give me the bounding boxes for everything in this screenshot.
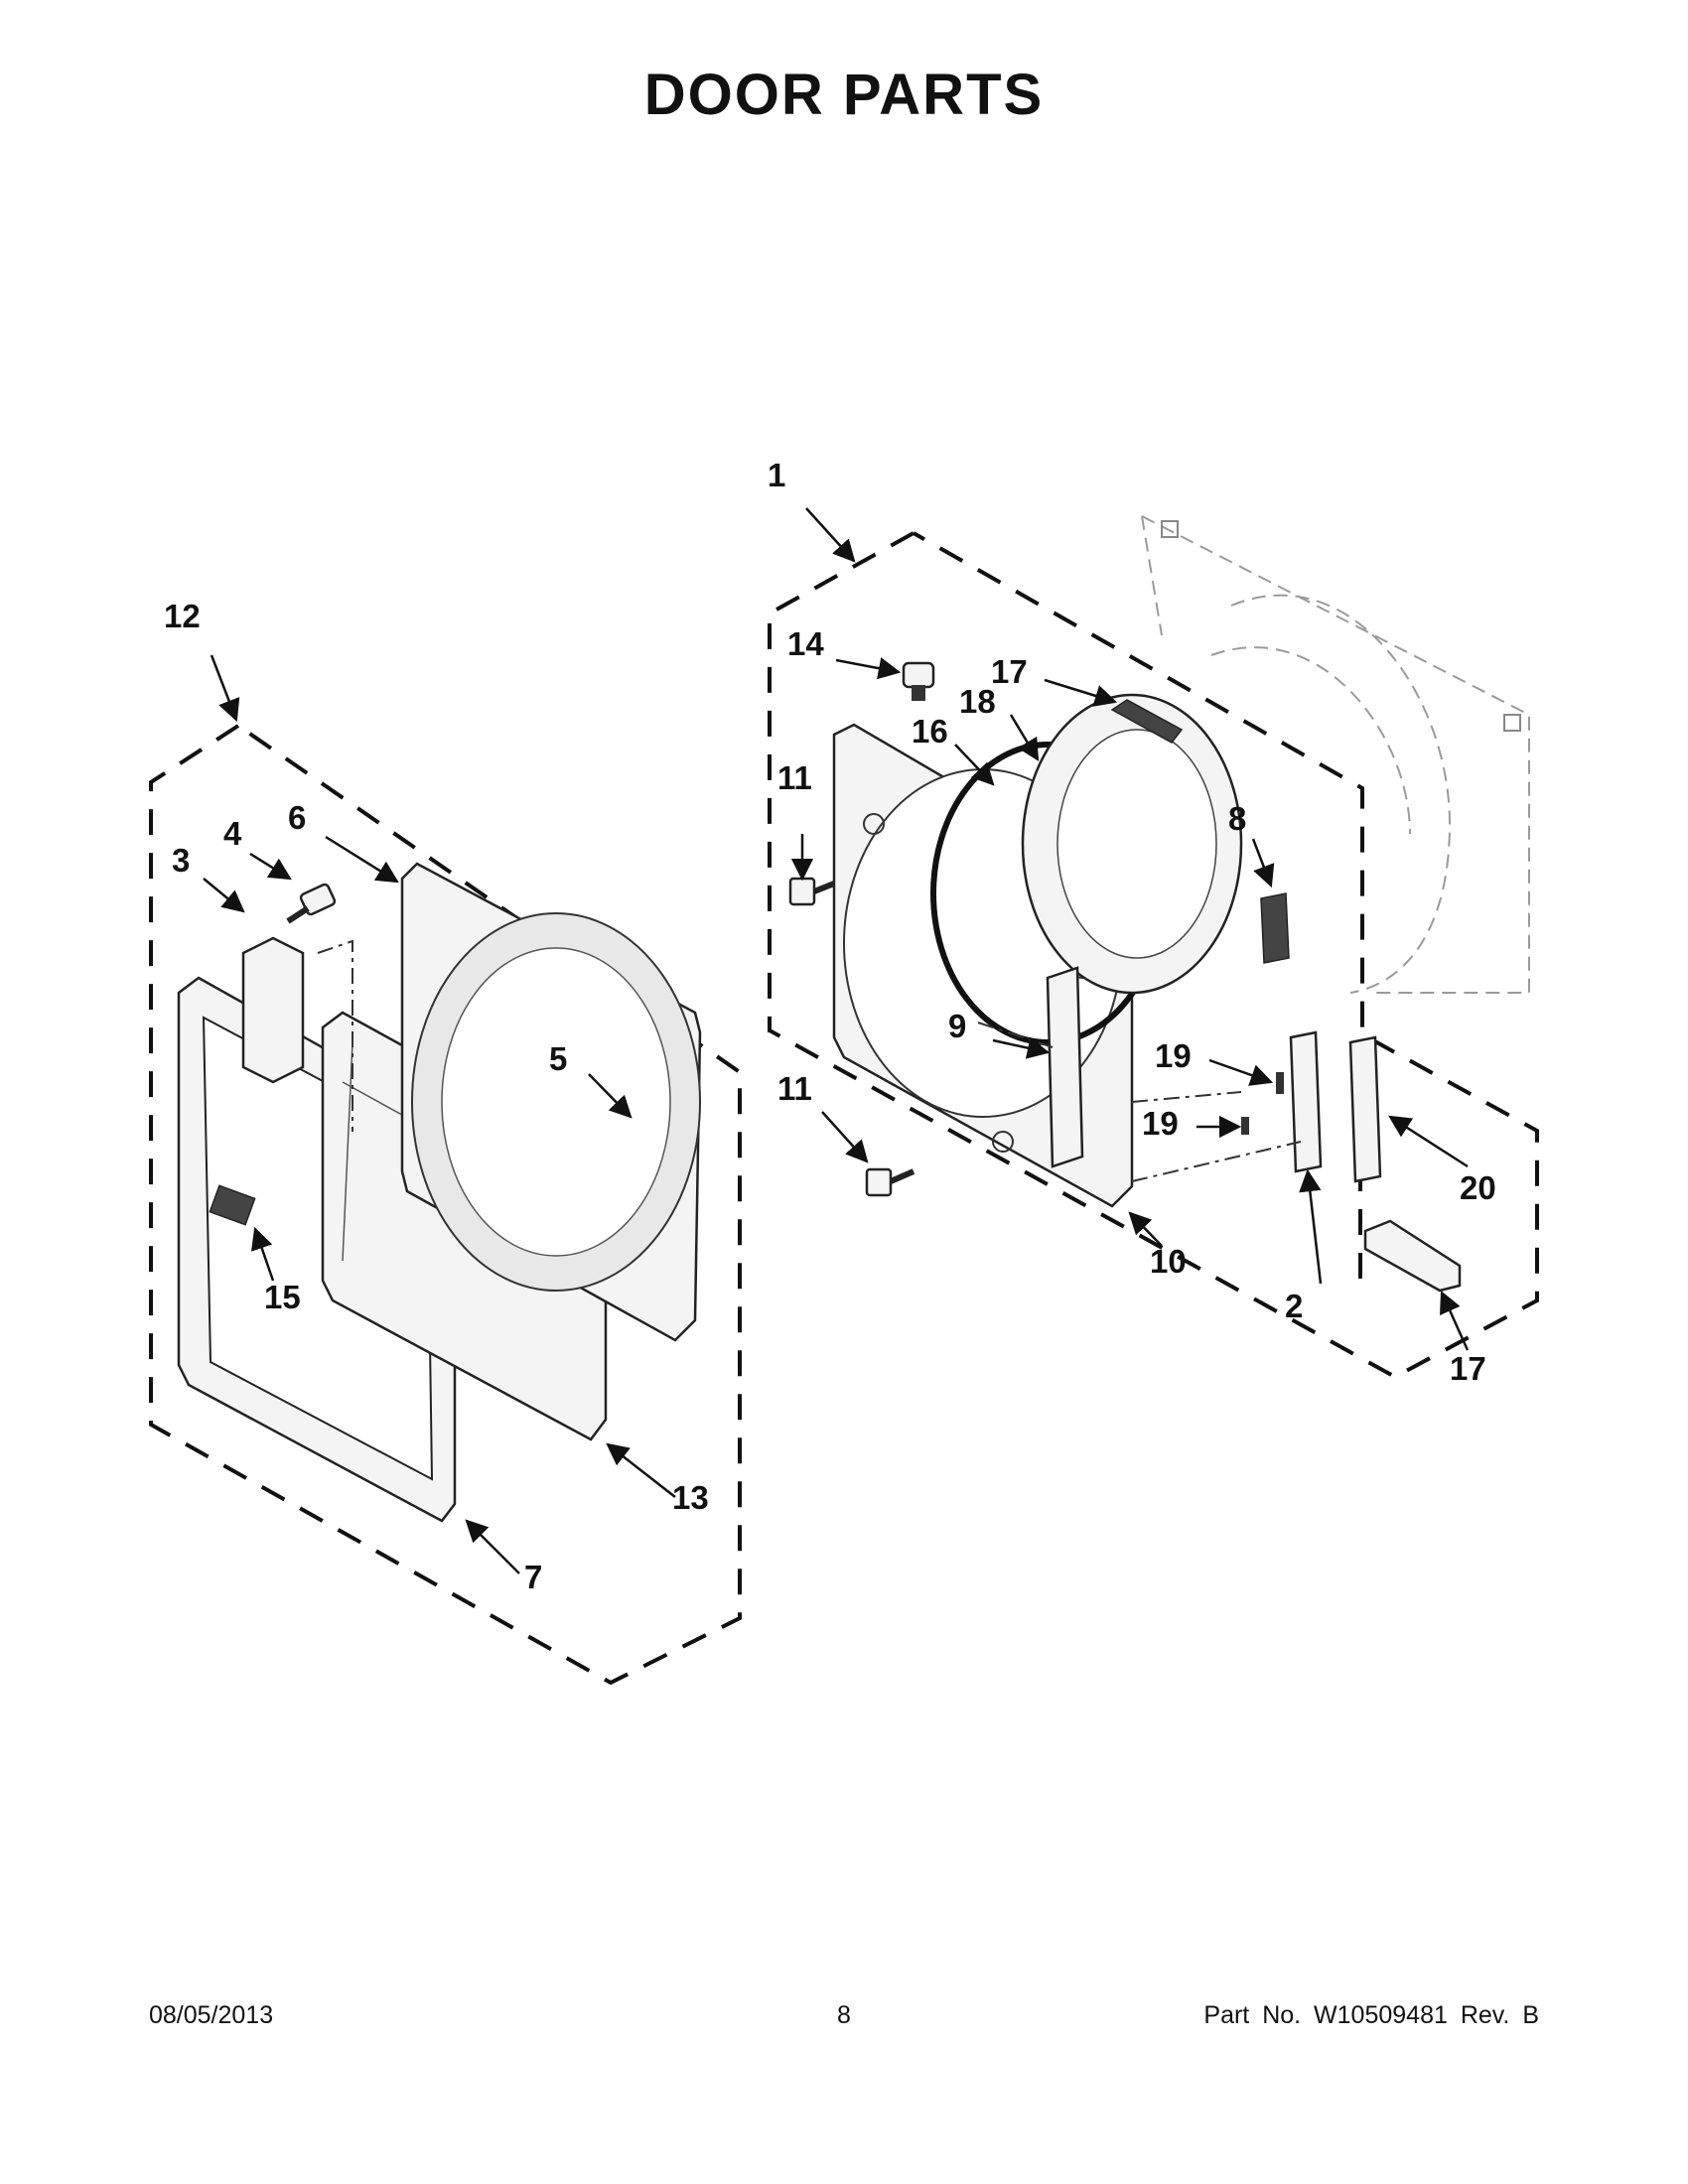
footer-date: 08/05/2013	[149, 2001, 274, 2029]
callout-2: 2	[1285, 1288, 1303, 1324]
latch-8	[1260, 892, 1290, 964]
callout-17-lower: 17	[1450, 1350, 1486, 1387]
callout-6: 6	[288, 799, 306, 836]
callout-20: 20	[1460, 1169, 1496, 1206]
callout-10: 10	[1150, 1243, 1187, 1280]
callout-4: 4	[223, 815, 242, 852]
callout-19-lower: 19	[1142, 1105, 1179, 1142]
door-handle	[241, 936, 305, 1084]
callout-11-lower: 11	[777, 1070, 812, 1107]
screw-4	[286, 883, 337, 924]
cabinet-outline	[1141, 515, 1530, 994]
callout-8: 8	[1228, 800, 1246, 837]
callout-14: 14	[787, 625, 824, 662]
footer-part-number: Part No. W10509481 Rev. B	[1203, 2001, 1539, 2029]
callout-12: 12	[164, 598, 201, 634]
callout-9: 9	[948, 1008, 966, 1044]
hinge-2	[1241, 1030, 1323, 1173]
callout-16: 16	[912, 713, 948, 750]
callout-18: 18	[959, 683, 996, 720]
page-title: DOOR PARTS	[643, 63, 1045, 127]
callout-19-upper: 19	[1155, 1037, 1192, 1074]
callout-17-upper: 17	[991, 653, 1028, 690]
bracket-17-lower	[1363, 1219, 1462, 1293]
callout-5: 5	[549, 1040, 567, 1077]
screw-11-lower	[865, 1167, 915, 1197]
callout-1: 1	[768, 457, 785, 493]
group-box-12	[149, 724, 742, 1686]
plug-14	[902, 661, 935, 701]
callout-3: 3	[172, 842, 190, 879]
screw-11-upper	[788, 877, 836, 906]
leader-arrows	[203, 507, 1470, 1574]
footer-page-number: 8	[837, 2001, 851, 2029]
inner-window	[1021, 693, 1243, 995]
callout-7: 7	[524, 1559, 542, 1595]
callout-11-upper: 11	[777, 759, 812, 796]
badge-15	[209, 1184, 256, 1226]
bracket-17-upper	[1110, 699, 1184, 744]
group-box-1	[768, 531, 1539, 1380]
callout-13: 13	[672, 1479, 709, 1516]
hinge-plate-20	[1348, 1035, 1382, 1183]
strike-bracket	[1046, 966, 1084, 1168]
inner-door	[400, 862, 702, 1342]
callout-15: 15	[264, 1279, 301, 1315]
